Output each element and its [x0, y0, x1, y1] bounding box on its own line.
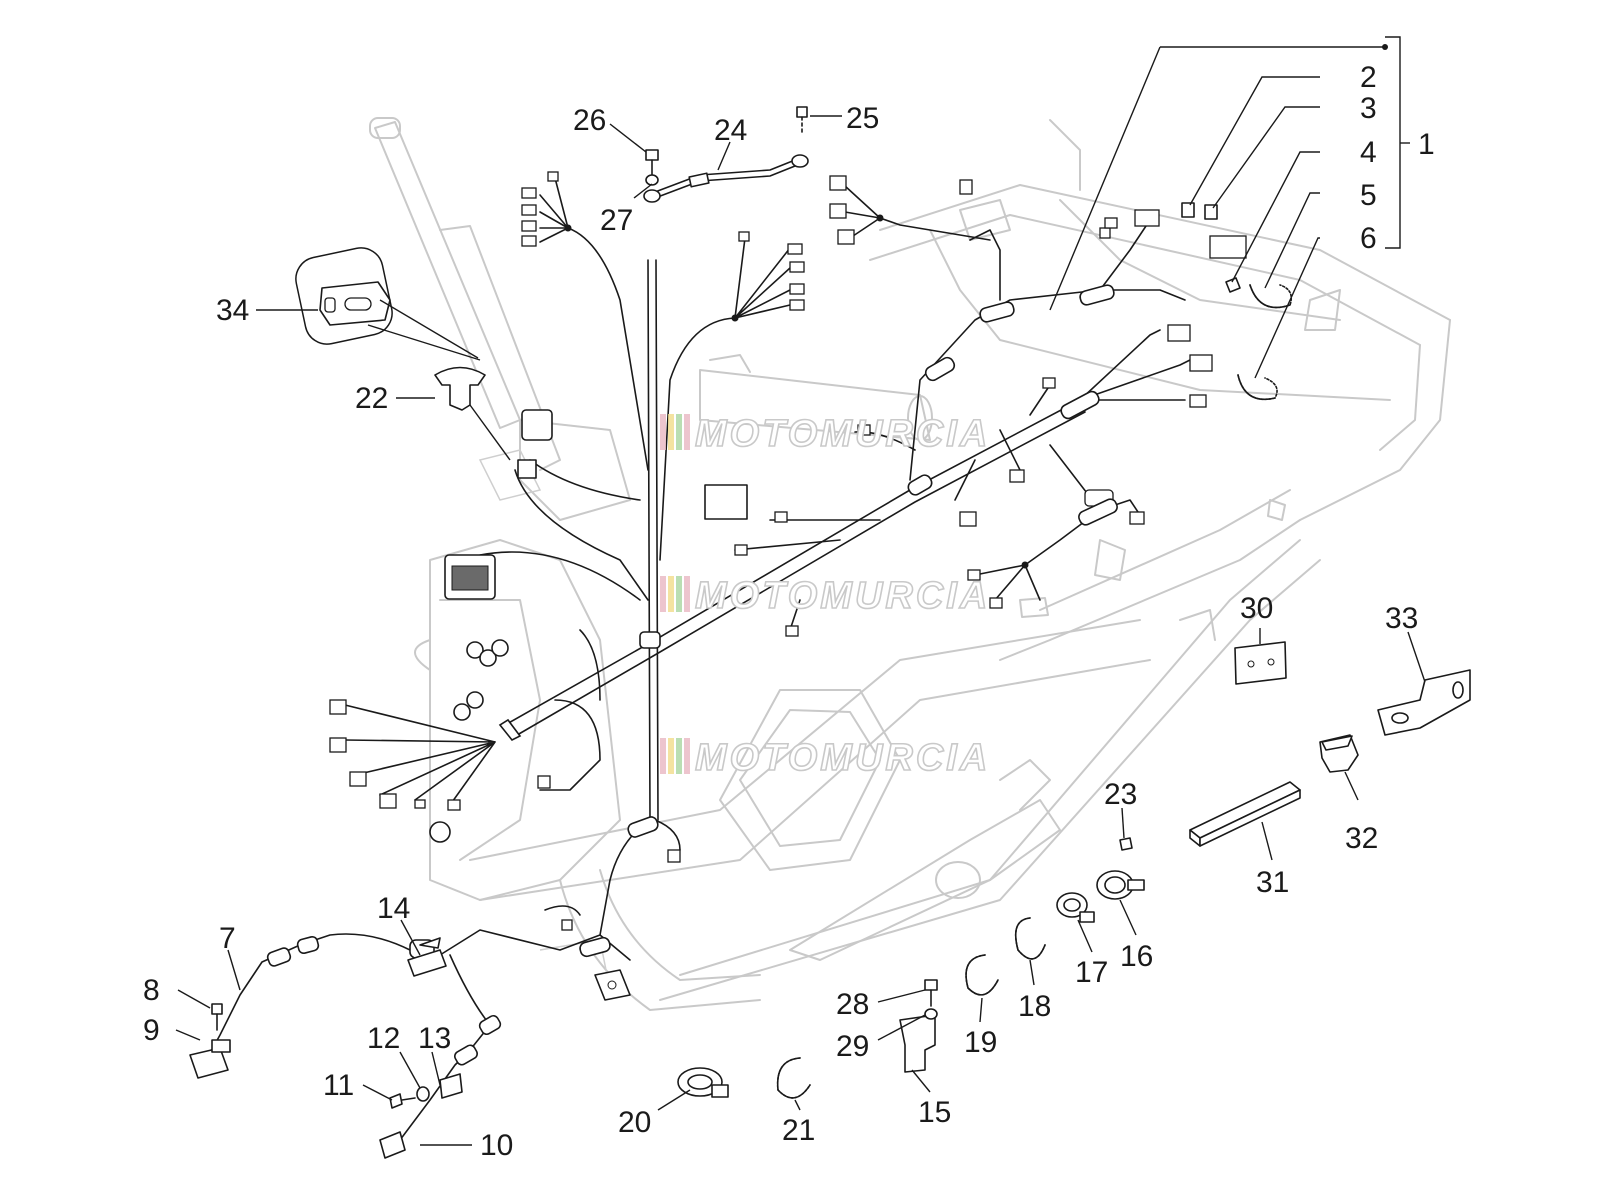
part-27-washer	[645, 174, 659, 186]
part-31-rubber-strip	[1189, 781, 1301, 847]
callout-8: 8	[143, 974, 160, 1007]
watermark-3: MOTOMURCIA	[660, 736, 990, 780]
part-25-bolt	[796, 106, 808, 136]
callout-26: 26	[573, 104, 606, 137]
watermark-1: MOTOMURCIA	[660, 412, 990, 456]
part-3-connector	[1204, 204, 1218, 220]
part-8-bolt	[211, 1003, 223, 1031]
callout-10: 10	[480, 1129, 513, 1162]
callout-32: 32	[1345, 822, 1378, 855]
part-5-cable-tie	[1249, 284, 1293, 309]
part-9-sensor	[189, 1039, 231, 1079]
callout-14: 14	[377, 892, 410, 925]
callout-3: 3	[1360, 92, 1377, 125]
callout-5: 5	[1360, 179, 1377, 212]
harness-node	[876, 214, 884, 222]
callout-13: 13	[418, 1022, 451, 1055]
harness-node	[731, 314, 739, 322]
callout-24: 24	[714, 114, 747, 147]
part-16-hose-clamp	[1096, 870, 1145, 900]
callout-27: 27	[600, 204, 633, 237]
part-21-cable-tie	[776, 1057, 811, 1099]
callout-20: 20	[618, 1106, 651, 1139]
callout-31: 31	[1256, 866, 1289, 899]
callout-9: 9	[143, 1014, 160, 1047]
scooter-frame	[369, 117, 1451, 1011]
watermark-2: MOTOMURCIA	[660, 574, 990, 618]
callout-16: 16	[1120, 940, 1153, 973]
part-26-bolt	[645, 149, 659, 177]
callout-2: 2	[1360, 61, 1377, 94]
callout-25: 25	[846, 102, 879, 135]
part-24-ground-cable	[643, 154, 809, 203]
callout-7: 7	[219, 922, 236, 955]
callout-4: 4	[1360, 136, 1377, 169]
callout-29: 29	[836, 1030, 869, 1063]
part-22-rivet-clip	[434, 366, 486, 411]
part-32-clip	[1319, 734, 1359, 773]
callout-6: 6	[1360, 222, 1377, 255]
part-29-washer	[924, 1008, 938, 1020]
part-7-sensor-cable	[204, 933, 441, 1063]
callout-21: 21	[782, 1114, 815, 1147]
part-23-nut	[1119, 837, 1133, 851]
part-10-sensor-cable	[379, 954, 502, 1159]
callout-labels: 1 2 3 4 5 6 7 8 9 10 11 12 13 14 15 16 1…	[143, 61, 1435, 1162]
watermark-text: MOTOMURCIA	[695, 413, 990, 455]
callout-23: 23	[1104, 778, 1137, 811]
watermark-text: MOTOMURCIA	[695, 737, 990, 779]
callout-17: 17	[1075, 956, 1108, 989]
callout-1: 1	[1418, 128, 1435, 161]
part-15-bracket	[899, 1014, 936, 1073]
watermark-text: MOTOMURCIA	[695, 575, 990, 617]
part-11-screw	[389, 1093, 416, 1109]
leader-lines	[175, 36, 1426, 1146]
callout-30: 30	[1240, 592, 1273, 625]
callout-18: 18	[1018, 990, 1051, 1023]
part-6-cable-tie	[1237, 374, 1278, 400]
part-20-hose-clamp	[677, 1067, 729, 1098]
callout-22: 22	[355, 382, 388, 415]
callout-12: 12	[367, 1022, 400, 1055]
callout-15: 15	[918, 1096, 951, 1129]
part-17-hose-clamp	[1056, 892, 1095, 923]
harness-connectors	[329, 171, 1247, 1001]
part-33-bracket	[1377, 669, 1471, 736]
part-12-washer	[416, 1086, 430, 1102]
callout-33: 33	[1385, 602, 1418, 635]
part-28-bolt	[924, 979, 938, 1007]
part-19-cable-tie	[965, 954, 999, 996]
part-14-clamp	[407, 949, 447, 977]
part-2-connector	[1181, 202, 1195, 218]
callout-11: 11	[323, 1069, 354, 1102]
part-34-inset	[295, 247, 393, 345]
part-30-plate	[1234, 641, 1287, 685]
callout-34: 34	[216, 294, 249, 327]
callout-19: 19	[964, 1026, 997, 1059]
part-18-cable-tie	[1014, 917, 1046, 960]
harness-node	[564, 224, 572, 232]
callout-28: 28	[836, 988, 869, 1021]
harness-node	[1021, 561, 1029, 569]
